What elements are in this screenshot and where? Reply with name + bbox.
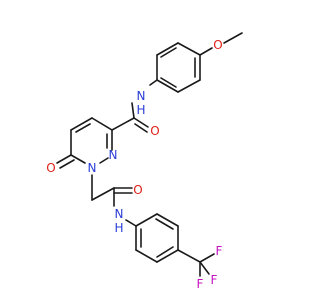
ring-carbonyl-bond <box>56 154 72 164</box>
amide-hydrogen-top-label: H <box>136 103 145 117</box>
ring-carbonyl-bond-2 <box>59 159 75 169</box>
amide-nitrogen-top-label: N <box>137 89 146 103</box>
carbonyl-oxygen-mid-label: O <box>133 183 142 197</box>
amide-nitrogen-bottom-label: N <box>115 207 124 221</box>
nh-carbonyl-bond <box>131 102 135 119</box>
methoxy-bond <box>199 47 213 56</box>
methoxy-oxygen-label: O <box>213 38 222 52</box>
cf3-phenyl-ring <box>135 213 179 263</box>
amide-hydrogen-bottom-label: H <box>114 221 123 235</box>
cf-bond-3 <box>199 261 210 275</box>
structure-svg: O N H O N N O O N H F F F <box>46 32 243 291</box>
ring-nitrogen-a-label: N <box>109 148 118 162</box>
carboxamide-carbonyl <box>111 117 149 133</box>
aryl-cf3-bond <box>177 249 201 263</box>
nh-aryl-bond <box>125 219 137 227</box>
fluorine-2-label: F <box>197 277 204 291</box>
ring-nitrogen-b-label: N <box>88 161 97 175</box>
ring-oxygen-label: O <box>46 161 55 175</box>
aryl-nh-bond <box>149 79 158 86</box>
pyridazinone-ring <box>70 117 113 164</box>
methyl-bond <box>223 32 243 44</box>
methoxyphenyl-ring <box>156 42 201 93</box>
fluorine-3-label: F <box>211 273 218 287</box>
molecule-diagram: O N H O N N O O N H F F F <box>46 32 243 291</box>
ch2-carbonyl-bond <box>91 187 115 201</box>
cf-bond-1 <box>199 253 215 263</box>
carbonyl-oxygen-right-label: O <box>150 124 159 138</box>
fluorine-1-label: F <box>216 244 223 258</box>
